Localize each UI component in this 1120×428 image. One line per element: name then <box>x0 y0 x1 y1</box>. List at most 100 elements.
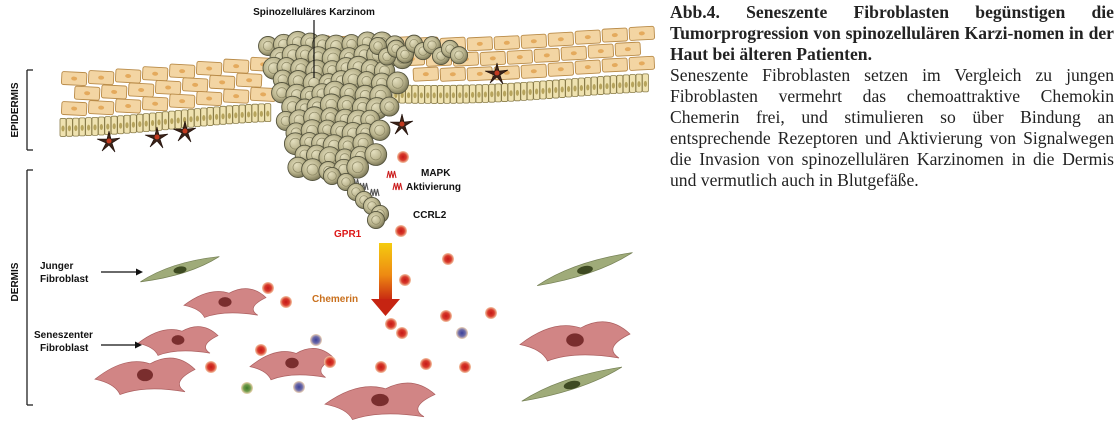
basal-cell <box>462 84 470 104</box>
basal-cell <box>142 113 150 132</box>
basal-cell <box>149 112 157 132</box>
young-fibroblast <box>537 252 633 287</box>
keratinocyte <box>520 33 547 49</box>
young-fibroblast-arrow <box>101 268 143 276</box>
basal-cell <box>110 115 118 135</box>
chemerin-molecule <box>399 274 411 286</box>
melanocyte <box>144 126 169 149</box>
keratinocyte <box>628 25 655 41</box>
basal-cell <box>494 83 502 103</box>
melanocyte-cells <box>96 62 509 153</box>
keratinocyte <box>168 93 196 109</box>
basal-cell <box>187 108 195 128</box>
basal-cell <box>424 85 432 104</box>
keratinocyte <box>601 27 628 43</box>
keratinocyte <box>154 80 182 96</box>
keratinocyte <box>466 66 493 82</box>
caption-title: Abb.4. Seneszente Fibroblasten begünstig… <box>670 2 1114 64</box>
chemerin-molecule <box>293 381 305 393</box>
basal-cell <box>629 74 636 93</box>
senescent-fibroblast <box>324 382 436 421</box>
basal-cell <box>533 81 540 100</box>
basal-cell <box>59 118 67 137</box>
chemerin-molecule <box>262 282 274 294</box>
melanocyte <box>484 62 509 85</box>
basal-cell <box>213 106 221 126</box>
keratinocyte <box>628 55 655 71</box>
basal-cell <box>443 84 451 104</box>
tumor-cell <box>369 119 391 141</box>
basal-cell <box>610 75 617 95</box>
melanocyte <box>172 120 197 143</box>
basal-cell <box>558 79 566 98</box>
keratinocyte <box>141 96 169 112</box>
basal-cell <box>206 107 214 126</box>
basal-cell <box>481 84 489 103</box>
basal-cell <box>616 74 624 94</box>
keratinocyte <box>168 63 196 79</box>
chemerin-molecule <box>420 358 432 370</box>
chemerin-label: Chemerin <box>312 294 358 305</box>
basal-cell <box>72 117 80 137</box>
basal-cell <box>642 73 649 93</box>
chemerin-molecule <box>442 253 454 265</box>
keratinocyte <box>114 68 142 84</box>
basal-cell <box>225 105 233 125</box>
basal-cell <box>264 103 272 122</box>
basal-cell <box>488 83 496 103</box>
chemerin-molecule <box>385 318 397 330</box>
receptor <box>392 182 403 191</box>
keratinocyte <box>520 63 547 79</box>
receptor <box>386 170 397 179</box>
keratinocyte <box>195 91 223 106</box>
basal-cell <box>417 84 425 104</box>
basal-cell <box>257 103 265 123</box>
figure-caption: Abb.4. Seneszente Fibroblasten begünstig… <box>670 2 1114 191</box>
chemerin-molecules <box>205 151 497 394</box>
basal-cell <box>238 104 246 124</box>
basal-cell <box>622 74 630 94</box>
tumor-cell <box>346 155 370 179</box>
chemerin-molecule <box>280 296 292 308</box>
basal-cell <box>501 83 509 102</box>
keratinocyte <box>574 29 601 45</box>
receptor <box>358 182 369 191</box>
basal-cell <box>571 78 579 97</box>
basal-cell <box>597 76 604 95</box>
chemerin-molecule <box>397 151 409 163</box>
tumor-cell <box>364 143 388 166</box>
keratinocyte <box>601 57 628 73</box>
senescent-fibroblast <box>519 321 631 362</box>
receptor <box>369 188 380 197</box>
basal-cell <box>232 104 240 124</box>
basal-cell <box>437 85 445 104</box>
keratinocyte <box>587 43 614 59</box>
keratinocyte <box>493 35 520 51</box>
keratinocyte <box>412 66 439 82</box>
figure-svg: EPIDERMIS DERMIS Spinozelluläres Karzino… <box>10 7 655 421</box>
ccrl2-label: CCRL2 <box>413 210 447 221</box>
keratinocyte <box>614 41 641 57</box>
basal-cell <box>411 84 419 104</box>
basal-cell <box>552 79 560 99</box>
basal-cell <box>251 103 259 123</box>
keratinocyte <box>560 45 587 61</box>
senescent-fibroblast-label-line2: Fibroblast <box>40 343 89 354</box>
basal-cell <box>590 76 598 96</box>
figure-illustration: EPIDERMIS DERMIS Spinozelluläres Karzino… <box>10 7 655 421</box>
keratinocyte <box>114 98 142 114</box>
dermis-label: DERMIS <box>10 262 21 301</box>
keratinocyte <box>506 49 533 65</box>
basal-cell <box>129 114 137 134</box>
keratinocyte <box>87 70 115 86</box>
chemerin-molecule <box>395 225 407 237</box>
senescent-fibroblast-arrow <box>101 341 142 349</box>
chemerin-molecule <box>456 327 468 339</box>
keratinocyte <box>127 82 155 98</box>
basal-cell <box>578 77 585 97</box>
tumor-cell <box>366 210 386 230</box>
basal-cell <box>539 80 547 100</box>
basal-cell <box>117 115 124 135</box>
basal-cell <box>245 104 253 123</box>
keratinocyte <box>141 66 169 82</box>
